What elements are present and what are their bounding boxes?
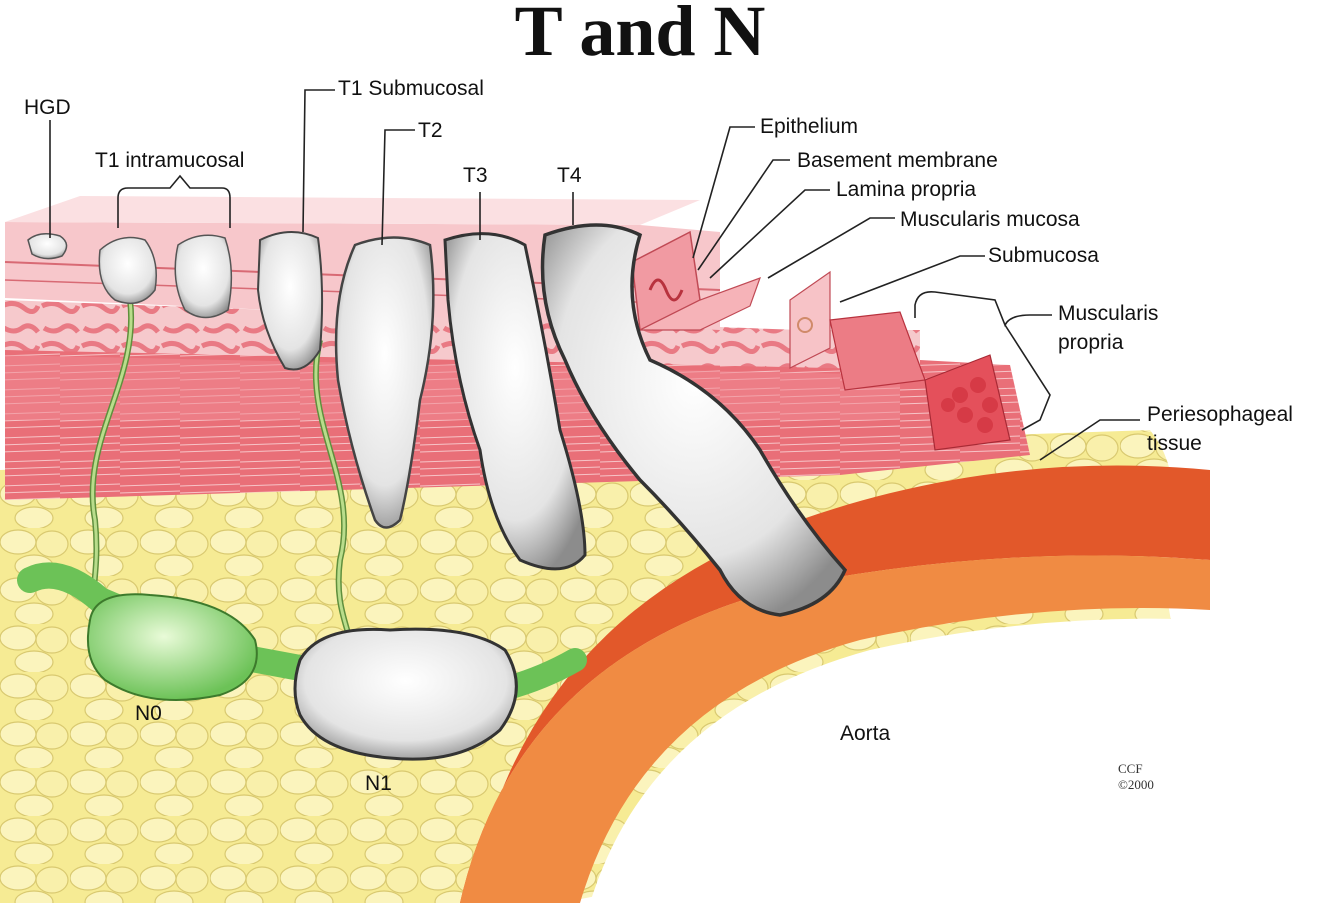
label-hgd: HGD bbox=[24, 96, 71, 119]
tumor-t1-intramucosal-b bbox=[175, 235, 231, 317]
label-n0: N0 bbox=[135, 702, 162, 725]
label-propria: propria bbox=[1058, 331, 1124, 354]
tumor-t1-intramucosal-a bbox=[99, 238, 156, 304]
label-epithelium: Epithelium bbox=[760, 115, 858, 138]
credit-year: ©2000 bbox=[1118, 777, 1154, 792]
label-n1: N1 bbox=[365, 772, 392, 795]
credit-ccf: CCF bbox=[1118, 761, 1143, 776]
label-lamina-propria: Lamina propria bbox=[836, 178, 976, 201]
label-muscularis: Muscularis bbox=[1058, 302, 1158, 325]
label-t1-intramucosal: T1 intramucosal bbox=[95, 149, 244, 172]
label-t4: T4 bbox=[557, 164, 582, 187]
tumor-hgd bbox=[28, 234, 67, 259]
label-submucosa: Submucosa bbox=[988, 244, 1099, 267]
lymph-node-n1 bbox=[295, 629, 516, 759]
label-t3: T3 bbox=[463, 164, 488, 187]
label-t2: T2 bbox=[418, 119, 443, 142]
label-aorta: Aorta bbox=[840, 722, 891, 745]
page-title: T and N bbox=[515, 0, 766, 71]
label-periesophageal: Periesophageal bbox=[1147, 403, 1293, 426]
label-muscularis-mucosa: Muscularis mucosa bbox=[900, 208, 1080, 231]
label-tissue: tissue bbox=[1147, 432, 1202, 455]
label-basement-membrane: Basement membrane bbox=[797, 149, 998, 172]
label-t1-submucosal: T1 Submucosal bbox=[338, 77, 484, 100]
